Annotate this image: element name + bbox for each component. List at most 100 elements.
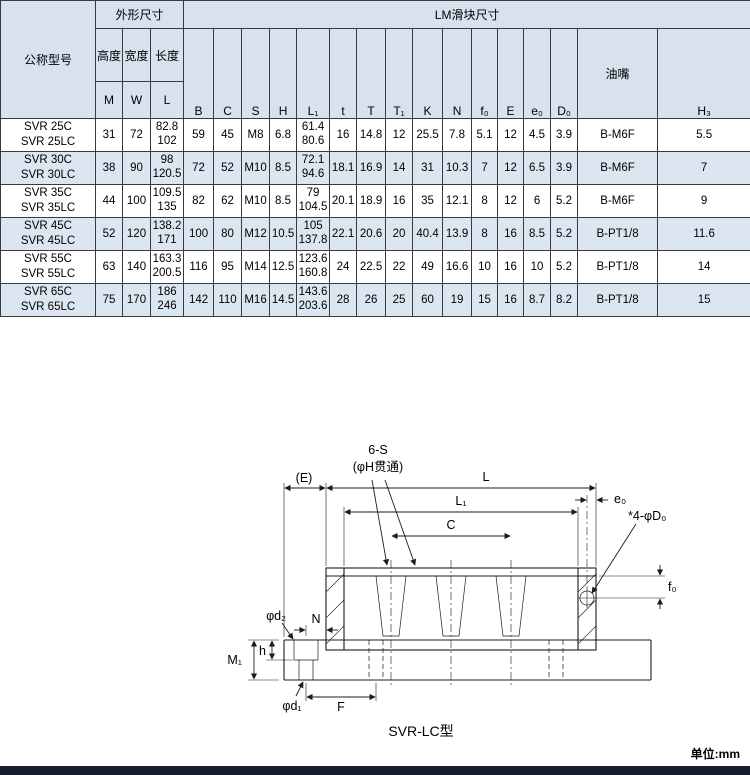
col-header-H: H (269, 28, 298, 119)
value-cell: 120 (122, 217, 151, 251)
value-cell: 8.7 (523, 283, 552, 317)
col-header-T1: T₁ (385, 28, 414, 119)
value-cell: 5.2 (550, 217, 579, 251)
value-cell: B-PT1/8 (577, 217, 659, 251)
technical-drawing: 6-S (φH贯通) (E) L L₁ C e₀ *4-φD₀ f₀ N φd₂… (227, 443, 677, 739)
rail-bolt-hole (293, 640, 319, 680)
label-f0: f₀ (668, 580, 677, 594)
value-cell: 12 (497, 151, 525, 185)
value-cell: 4.5 (523, 118, 552, 152)
value-cell: B-M6F (577, 184, 659, 218)
value-cell: 123.6 160.8 (296, 250, 331, 284)
value-cell: 100 (183, 217, 215, 251)
value-cell: M12 (241, 217, 271, 251)
value-cell: 14.8 (356, 118, 387, 152)
value-cell: 18.9 (356, 184, 387, 218)
col-header-oil-nipple: 油嘴 (577, 28, 659, 119)
value-cell: 16 (497, 283, 525, 317)
value-cell: 170 (122, 283, 151, 317)
value-cell: M10 (241, 184, 271, 218)
model-cell: SVR 30C SVR 30LC (0, 151, 96, 185)
value-cell: 20.6 (356, 217, 387, 251)
value-cell: B-PT1/8 (577, 283, 659, 317)
value-cell: 98 120.5 (149, 151, 185, 185)
value-cell: 14 (657, 250, 750, 284)
value-cell: 7 (657, 151, 750, 185)
col-header-height: 高度 (95, 28, 123, 82)
col-header-e0: e₀ (523, 28, 552, 119)
label-d0: *4-φD₀ (628, 509, 666, 523)
value-cell: B-PT1/8 (577, 250, 659, 284)
value-cell: 82 (183, 184, 215, 218)
model-cell: SVR 65C SVR 65LC (0, 283, 96, 317)
value-cell: 18.1 (329, 151, 358, 185)
label-l1: L₁ (455, 494, 466, 508)
value-cell: B-M6F (577, 118, 659, 152)
value-cell: 6 (523, 184, 552, 218)
value-cell: 14 (385, 151, 414, 185)
value-cell: 10 (471, 250, 499, 284)
value-cell: 5.2 (550, 184, 579, 218)
col-header-D0: D₀ (550, 28, 579, 119)
value-cell: 16 (497, 217, 525, 251)
value-cell: 13.9 (442, 217, 473, 251)
label-h-through: (φH贯通) (353, 460, 403, 474)
value-cell: 12 (497, 184, 525, 218)
value-cell: 138.2 171 (149, 217, 185, 251)
model-cell: SVR 25C SVR 25LC (0, 118, 96, 152)
value-cell: 8.5 (523, 217, 552, 251)
value-cell: 44 (95, 184, 123, 218)
value-cell: 19 (442, 283, 473, 317)
value-cell: M14 (241, 250, 271, 284)
model-cell: SVR 55C SVR 55LC (0, 250, 96, 284)
value-cell: 7.8 (442, 118, 473, 152)
value-cell: 16.9 (356, 151, 387, 185)
block-outline (325, 560, 597, 688)
value-cell: 63 (95, 250, 123, 284)
bottom-bar (0, 766, 750, 775)
col-header-E: E (497, 28, 525, 119)
value-cell: 60 (412, 283, 444, 317)
dimension-lines (248, 479, 665, 701)
value-cell: 16 (385, 184, 414, 218)
value-cell: 14.5 (269, 283, 298, 317)
value-cell: 7 (471, 151, 499, 185)
label-d1: φd₁ (282, 699, 301, 713)
value-cell: 72 (183, 151, 215, 185)
col-group-lm-block-dimensions: LM滑块尺寸 (183, 0, 750, 29)
col-header-width: 宽度 (122, 28, 151, 82)
value-cell: M16 (241, 283, 271, 317)
col-header-S: S (241, 28, 271, 119)
label-f: F (337, 700, 345, 714)
value-cell: 62 (213, 184, 243, 218)
value-cell: 3.9 (550, 151, 579, 185)
value-cell: 100 (122, 184, 151, 218)
value-cell: 142 (183, 283, 215, 317)
value-cell: 95 (213, 250, 243, 284)
value-cell: 25.5 (412, 118, 444, 152)
value-cell: 10 (523, 250, 552, 284)
value-cell: 26 (356, 283, 387, 317)
col-header-f0: f₀ (471, 28, 499, 119)
value-cell: 52 (95, 217, 123, 251)
rail-outline (283, 639, 652, 681)
label-6s: 6-S (368, 443, 387, 457)
value-cell: 90 (122, 151, 151, 185)
value-cell: 80 (213, 217, 243, 251)
value-cell: 31 (95, 118, 123, 152)
value-cell: 22.5 (356, 250, 387, 284)
label-h: h (259, 644, 266, 658)
hidden-bolt-holes (368, 640, 564, 680)
value-cell: 6.8 (269, 118, 298, 152)
grease-hole-d0 (577, 588, 597, 608)
header-row-sub-cn: 高度 宽度 长度 B C S H L₁ t T T₁ K N f₀ E e₀ D… (1, 28, 750, 119)
value-cell: 45 (213, 118, 243, 152)
value-cell: 24 (329, 250, 358, 284)
diagram-caption: SVR-LC型 (388, 723, 453, 739)
label-d2: φd₂ (266, 609, 286, 623)
value-cell: 140 (122, 250, 151, 284)
value-cell: 72 (122, 118, 151, 152)
